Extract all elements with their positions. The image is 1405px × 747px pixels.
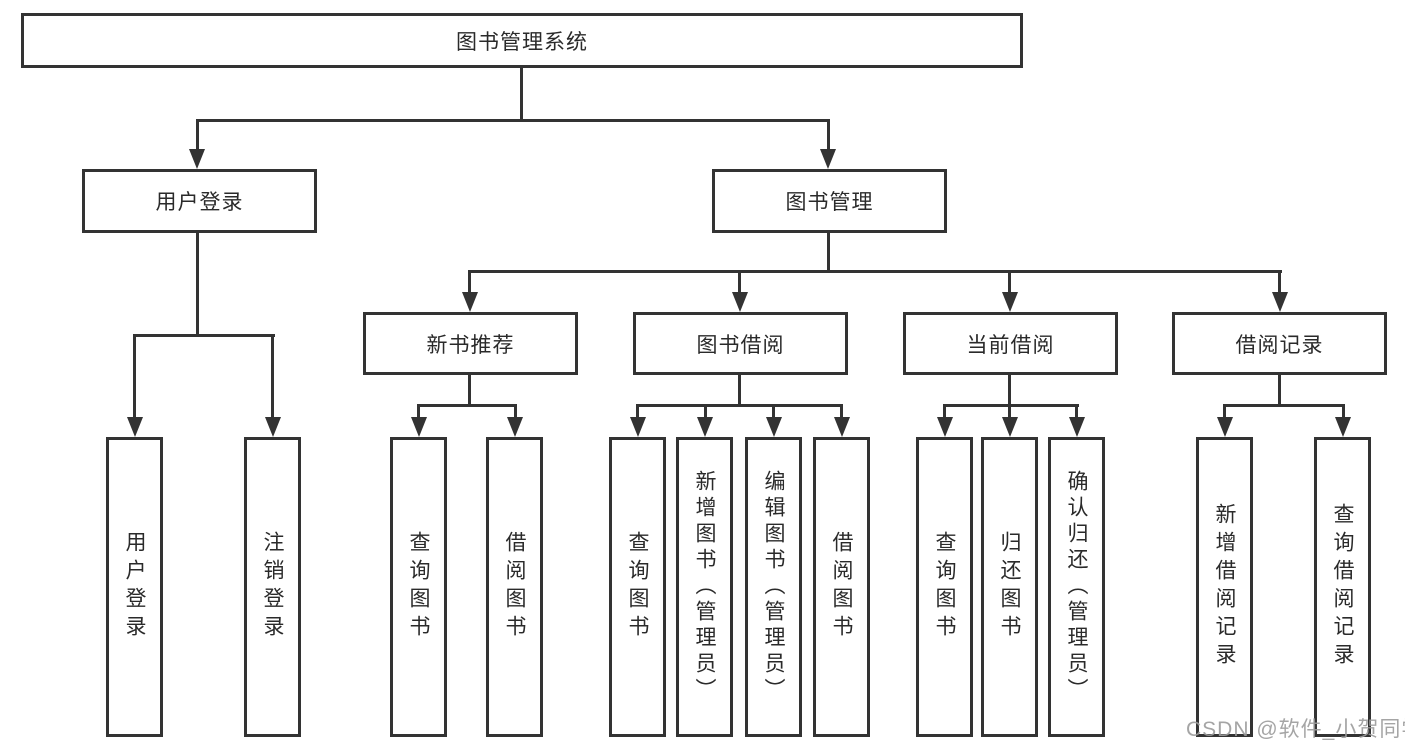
connector-drop-leaf	[704, 404, 707, 419]
leaf-label: 确认归还（管理员）	[1065, 470, 1088, 704]
leaf-label: 查询借阅记录	[1331, 503, 1354, 671]
arrow-down-icon	[189, 149, 205, 169]
arrow-down-icon	[1272, 292, 1288, 312]
connector-drop-leaf	[417, 404, 420, 419]
connector-root-bus	[196, 119, 830, 122]
leaf-label: 新增借阅记录	[1213, 503, 1236, 671]
leaf-query-books: 查询图书	[390, 437, 447, 737]
leaf-label: 查询图书	[626, 531, 649, 643]
arrow-down-icon	[820, 149, 836, 169]
node-book-borrowing: 图书借阅	[633, 312, 848, 375]
connector-drop-leaf	[636, 404, 639, 419]
connector-drop-leaf	[1223, 404, 1226, 419]
arrow-down-icon	[507, 417, 523, 437]
leaf-label: 注销登录	[261, 531, 284, 643]
connector-drop-leaf	[1075, 404, 1078, 419]
leaf-label: 归还图书	[998, 531, 1021, 643]
leaf-edit-book-admin: 编辑图书（管理员）	[745, 437, 802, 737]
leaf-return-book: 归还图书	[981, 437, 1038, 737]
arrow-down-icon	[462, 292, 478, 312]
csdn-watermark: CSDN @软件_小贺同学	[1186, 718, 1405, 741]
connector-drop-leaf	[772, 404, 775, 419]
connector-drop-leaf	[1008, 404, 1011, 419]
connector-drop-current	[1008, 270, 1011, 294]
node-label: 新书推荐	[426, 333, 515, 357]
node-user-login: 用户登录	[82, 169, 317, 233]
node-label: 图书管理	[785, 191, 874, 214]
leaf-label: 借阅图书	[830, 531, 853, 643]
connector-drop-leaf	[133, 334, 136, 420]
arrow-down-icon	[1002, 417, 1018, 437]
connector-drop-leaf	[840, 404, 843, 419]
connector-drop-leaf	[514, 404, 517, 419]
leaf-query-books: 查询图书	[916, 437, 973, 737]
node-label: 借阅记录	[1235, 333, 1324, 357]
arrow-down-icon	[1217, 417, 1233, 437]
arrow-down-icon	[265, 417, 281, 437]
connector-drop-book-mgmt	[827, 119, 830, 153]
connector-borrow-stem	[738, 375, 741, 407]
connector-mgmt-bus	[468, 270, 1282, 273]
node-library-management-system: 图书管理系统	[21, 13, 1023, 68]
connector-drop-newbook	[468, 270, 471, 294]
node-book-management: 图书管理	[712, 169, 947, 233]
arrow-down-icon	[766, 417, 782, 437]
connector-drop-leaf	[271, 334, 274, 420]
leaf-add-borrow-record: 新增借阅记录	[1196, 437, 1253, 737]
leaf-borrow-books: 借阅图书	[486, 437, 543, 737]
connector-login-bus	[133, 334, 275, 337]
arrow-down-icon	[1069, 417, 1085, 437]
connector-drop-records	[1278, 270, 1281, 294]
arrow-down-icon	[1335, 417, 1351, 437]
leaf-label: 查询图书	[407, 531, 430, 643]
leaf-label: 编辑图书（管理员）	[762, 470, 785, 704]
leaf-label: 用户登录	[123, 531, 146, 643]
connector-drop-leaf	[1342, 404, 1345, 419]
connector-newbook-bus	[417, 404, 517, 407]
leaf-add-book-admin: 新增图书（管理员）	[676, 437, 733, 737]
connector-current-bus	[943, 404, 1079, 407]
leaf-label: 新增图书（管理员）	[693, 470, 716, 704]
arrow-down-icon	[630, 417, 646, 437]
connector-drop-borrow	[738, 270, 741, 294]
node-label: 用户登录	[155, 191, 244, 214]
leaf-borrow-books: 借阅图书	[813, 437, 870, 737]
leaf-query-books: 查询图书	[609, 437, 666, 737]
leaf-confirm-return-admin: 确认归还（管理员）	[1048, 437, 1105, 737]
leaf-logout: 注销登录	[244, 437, 301, 737]
node-label: 当前借阅	[966, 333, 1055, 357]
arrow-down-icon	[697, 417, 713, 437]
connector-borrow-bus	[636, 404, 843, 407]
arrow-down-icon	[732, 292, 748, 312]
connector-records-bus	[1223, 404, 1345, 407]
node-current-borrowing: 当前借阅	[903, 312, 1118, 375]
connector-records-stem	[1278, 375, 1281, 407]
leaf-label: 查询图书	[933, 531, 956, 643]
connector-newbook-stem	[468, 375, 471, 407]
leaf-label: 借阅图书	[503, 531, 526, 643]
arrow-down-icon	[1002, 292, 1018, 312]
node-new-book-recommend: 新书推荐	[363, 312, 578, 375]
arrow-down-icon	[411, 417, 427, 437]
connector-root-stem	[520, 68, 523, 121]
leaf-query-borrow-record: 查询借阅记录	[1314, 437, 1371, 737]
connector-mgmt-stem	[827, 233, 830, 273]
node-borrow-records: 借阅记录	[1172, 312, 1387, 375]
connector-current-stem	[1008, 375, 1011, 407]
leaf-user-login: 用户登录	[106, 437, 163, 737]
connector-login-stem	[196, 233, 199, 337]
connector-drop-leaf	[943, 404, 946, 419]
arrow-down-icon	[834, 417, 850, 437]
arrow-down-icon	[937, 417, 953, 437]
arrow-down-icon	[127, 417, 143, 437]
node-label: 图书借阅	[696, 333, 785, 357]
connector-drop-user-login	[196, 119, 199, 153]
node-label: 图书管理系统	[456, 30, 588, 54]
